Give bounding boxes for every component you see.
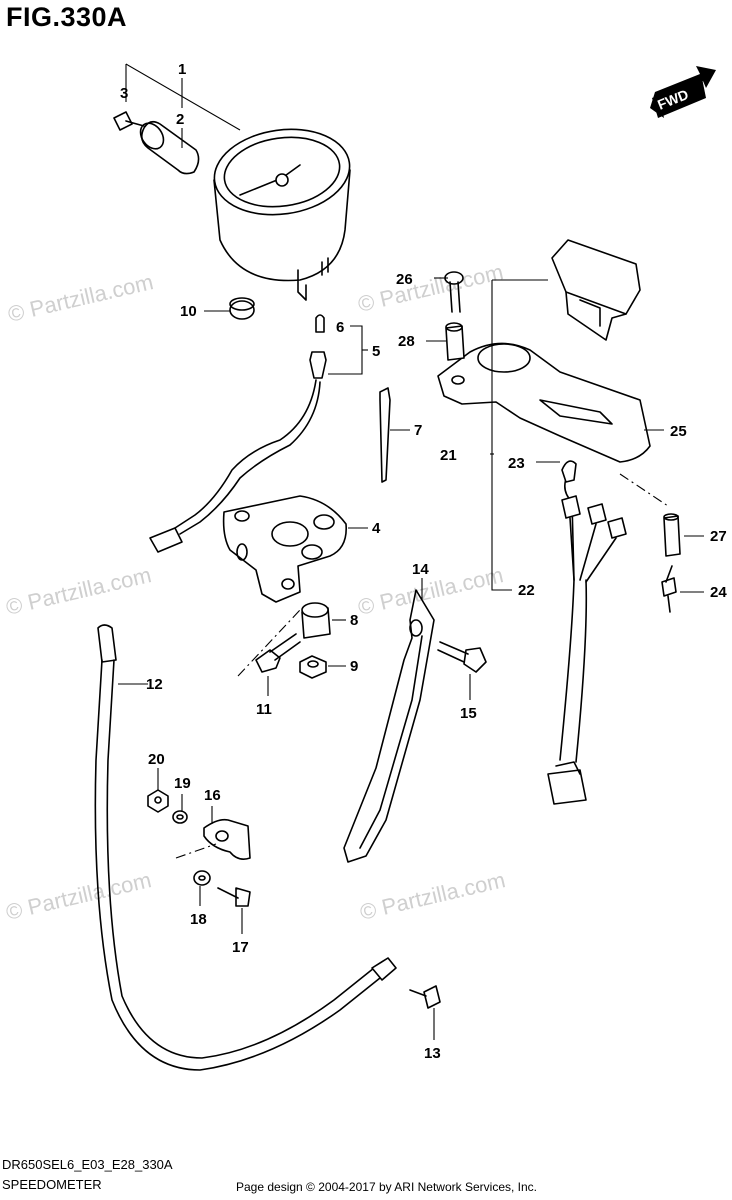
bolt-guide bbox=[437, 641, 487, 673]
callout-24: 24 bbox=[710, 584, 727, 601]
indicator-bulb bbox=[561, 460, 577, 483]
screw-cable bbox=[409, 985, 441, 1009]
watermark: © Partzilla.com bbox=[358, 867, 508, 925]
indicator-panel bbox=[551, 239, 641, 341]
callout-28: 28 bbox=[398, 333, 415, 350]
model-code: DR650SEL6_E03_E28_330A bbox=[2, 1157, 173, 1172]
callout-15: 15 bbox=[460, 705, 477, 722]
screw-clamp bbox=[217, 887, 251, 907]
indicator-harness bbox=[547, 473, 627, 805]
indicator-housing bbox=[437, 342, 651, 463]
callout-22: 22 bbox=[518, 582, 535, 599]
callout-26: 26 bbox=[396, 271, 413, 288]
watermark: © Partzilla.com bbox=[356, 259, 506, 317]
callout-18: 18 bbox=[190, 911, 207, 928]
section-name: SPEEDOMETER bbox=[2, 1177, 102, 1192]
callout-11: 11 bbox=[256, 701, 272, 718]
cable-clamp bbox=[203, 818, 251, 860]
leader-lines bbox=[118, 63, 704, 1040]
callout-7: 7 bbox=[414, 422, 422, 439]
grommet bbox=[301, 602, 331, 639]
copyright-notice: Page design © 2004-2017 by ARI Network S… bbox=[236, 1180, 538, 1194]
watermark: © Partzilla.com bbox=[4, 867, 154, 925]
screw-housing bbox=[444, 271, 464, 313]
rubber-cap bbox=[229, 297, 255, 320]
watermark: © Partzilla.com bbox=[356, 562, 506, 620]
callout-3: 3 bbox=[120, 85, 128, 102]
washer-upper bbox=[172, 810, 188, 824]
fwd-arrow-icon: FWD bbox=[650, 66, 716, 118]
callout-16: 16 bbox=[204, 787, 221, 804]
callout-6: 6 bbox=[336, 319, 344, 336]
callout-5: 5 bbox=[372, 343, 380, 360]
washer-lower bbox=[193, 870, 211, 886]
spacer-panel bbox=[663, 513, 681, 557]
callout-10: 10 bbox=[180, 303, 197, 320]
callout-19: 19 bbox=[174, 775, 191, 792]
callout-27: 27 bbox=[710, 528, 727, 545]
callout-21: 21 bbox=[440, 447, 457, 464]
watermark: © Partzilla.com bbox=[4, 562, 154, 620]
cable-tie bbox=[379, 387, 391, 483]
callout-13: 13 bbox=[424, 1045, 441, 1062]
bulb-socket bbox=[139, 120, 200, 175]
callout-25: 25 bbox=[670, 423, 687, 440]
callout-4: 4 bbox=[372, 520, 381, 537]
watermark-layer: © Partzilla.com © Partzilla.com © Partzi… bbox=[4, 259, 508, 925]
nut-small bbox=[147, 789, 169, 813]
bolt-bracket bbox=[255, 633, 301, 673]
speedometer-cable bbox=[94, 624, 397, 1071]
callout-labels: 1 2 3 4 5 6 7 8 9 10 11 12 13 14 15 16 1… bbox=[120, 61, 727, 1062]
cable-guide bbox=[343, 589, 435, 863]
lamp-wire-harness bbox=[149, 314, 327, 553]
flange-nut bbox=[299, 655, 327, 679]
spacer-housing bbox=[445, 322, 465, 361]
screw-small bbox=[113, 111, 145, 131]
speedometer-gauge bbox=[213, 128, 351, 301]
figure-title: FIG.330A bbox=[6, 2, 128, 32]
callout-12: 12 bbox=[146, 676, 163, 693]
watermark: © Partzilla.com bbox=[6, 269, 156, 327]
callout-14: 14 bbox=[412, 561, 429, 578]
callout-8: 8 bbox=[350, 612, 358, 629]
callout-20: 20 bbox=[148, 751, 165, 768]
screw-panel bbox=[661, 565, 677, 613]
callout-17: 17 bbox=[232, 939, 249, 956]
callout-23: 23 bbox=[508, 455, 525, 472]
callout-2: 2 bbox=[176, 111, 184, 128]
meter-bracket bbox=[222, 495, 347, 603]
callout-1: 1 bbox=[178, 61, 186, 78]
callout-9: 9 bbox=[350, 658, 358, 675]
